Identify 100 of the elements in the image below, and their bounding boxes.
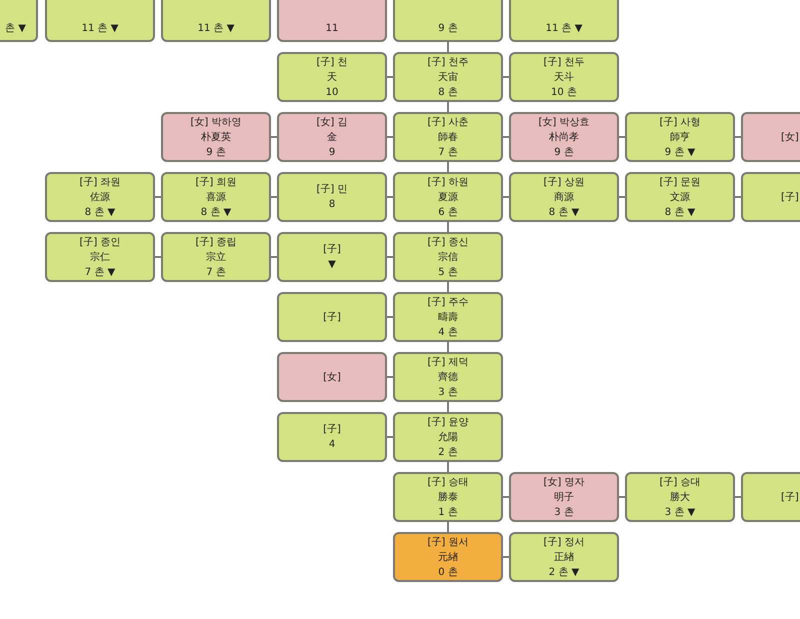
connector-line: [735, 496, 741, 498]
person-card: [393, 412, 503, 462]
card-label: 0 촌: [438, 566, 458, 580]
card-label: 8: [328, 198, 336, 212]
card-label: 11 촌 ▼: [82, 22, 118, 36]
card-label: 天宙: [438, 70, 458, 84]
card-label: [子] 하원: [428, 176, 468, 190]
connector-line: [447, 42, 449, 52]
person-card: [277, 52, 387, 102]
person-card: [509, 112, 619, 162]
person-card: [161, 112, 271, 162]
person-card: [509, 172, 619, 222]
person-card: [509, 52, 619, 102]
card-label: ▼: [328, 258, 336, 272]
connector-line: [735, 196, 741, 198]
card-label: [女] 박하영: [190, 116, 242, 130]
card-label: 正緖: [554, 550, 574, 564]
card-label: 商源: [554, 190, 574, 204]
card-label: 1 촌: [438, 506, 458, 520]
card-label: [女] 명자: [544, 476, 584, 490]
person-card: [277, 112, 387, 162]
card-label: [女]: [781, 130, 799, 144]
card-label: [子] 천: [316, 56, 348, 70]
connector-line: [503, 556, 509, 558]
card-label: [子] 천두: [544, 56, 584, 70]
card-label: [子]: [323, 423, 341, 437]
person-card: [161, 0, 271, 42]
card-label: 天斗: [554, 70, 574, 84]
card-label: 7 촌: [438, 146, 458, 160]
card-label: 7 촌 ▼: [84, 266, 116, 280]
card-label: [子] 승대: [660, 476, 700, 490]
connector-line: [155, 256, 161, 258]
connector-line: [387, 136, 393, 138]
connector-line: [387, 376, 393, 378]
card-label: 佐源: [90, 190, 110, 204]
card-label: 勝泰: [438, 490, 458, 504]
card-label: [子] 정서: [544, 536, 584, 550]
person-card: [393, 52, 503, 102]
card-label: 9 촌 ▼: [664, 146, 696, 160]
card-label: [子] 종립: [196, 236, 236, 250]
person-card: [277, 292, 387, 342]
card-label: 允陽: [438, 430, 458, 444]
card-label: [女] 김: [316, 116, 348, 130]
card-label: [子] 승태: [428, 476, 468, 490]
card-label: 11 촌 ▼: [546, 22, 582, 36]
person-card: [277, 412, 387, 462]
connector-line: [447, 342, 449, 352]
card-label: [子] 희원: [196, 176, 236, 190]
card-label: 9 촌: [554, 146, 574, 160]
card-label: 2 촌 ▼: [548, 566, 580, 580]
card-label: 宗仁: [90, 250, 110, 264]
card-label: [子] 사춘: [428, 116, 468, 130]
connector-line: [387, 76, 393, 78]
card-label: 朴夏英: [201, 130, 231, 144]
card-label: 3 촌: [438, 386, 458, 400]
card-label: 齊德: [438, 370, 458, 384]
card-label: 3 촌 ▼: [664, 506, 696, 520]
person-card: [393, 112, 503, 162]
card-label: 9 촌: [206, 146, 226, 160]
card-label: 勝大: [670, 490, 690, 504]
person-card: [625, 172, 735, 222]
connector-line: [735, 136, 741, 138]
person-card: [45, 232, 155, 282]
card-label: 夏源: [438, 190, 458, 204]
person-card: [509, 0, 619, 42]
connector-line: [447, 162, 449, 172]
connector-line: [387, 316, 393, 318]
connector-line: [447, 102, 449, 112]
card-label: [子] 문원: [660, 176, 700, 190]
card-label: [子] 윤양: [428, 416, 468, 430]
connector-line: [503, 496, 509, 498]
card-label: 宗信: [438, 250, 458, 264]
connector-line: [503, 196, 509, 198]
person-card: [393, 472, 503, 522]
card-label: 4: [328, 438, 336, 452]
card-label: 文源: [670, 190, 690, 204]
person-card: [277, 352, 387, 402]
connector-line: [619, 496, 625, 498]
card-label: 7 촌: [206, 266, 226, 280]
card-label: [子]: [323, 310, 341, 324]
card-label: [子] 민: [316, 183, 348, 197]
person-card: [509, 532, 619, 582]
person-card: [625, 472, 735, 522]
card-label: 宗立: [206, 250, 226, 264]
card-label: [子] 원서: [428, 536, 468, 550]
connector-line: [503, 136, 509, 138]
connector-line: [271, 256, 277, 258]
card-label: [女]: [323, 370, 341, 384]
card-label: 金: [327, 130, 337, 144]
card-label: 8 촌 ▼: [664, 206, 696, 220]
person-card: [161, 232, 271, 282]
card-label: 8 촌: [438, 86, 458, 100]
card-label: 10 촌: [551, 86, 577, 100]
card-label: 촌 ▼: [5, 22, 26, 36]
card-label: [子] 천주: [428, 56, 468, 70]
connector-line: [619, 196, 625, 198]
card-label: 朴尚孝: [549, 130, 579, 144]
person-card: [277, 232, 387, 282]
connector-line: [271, 196, 277, 198]
card-label: 11 촌 ▼: [198, 22, 234, 36]
